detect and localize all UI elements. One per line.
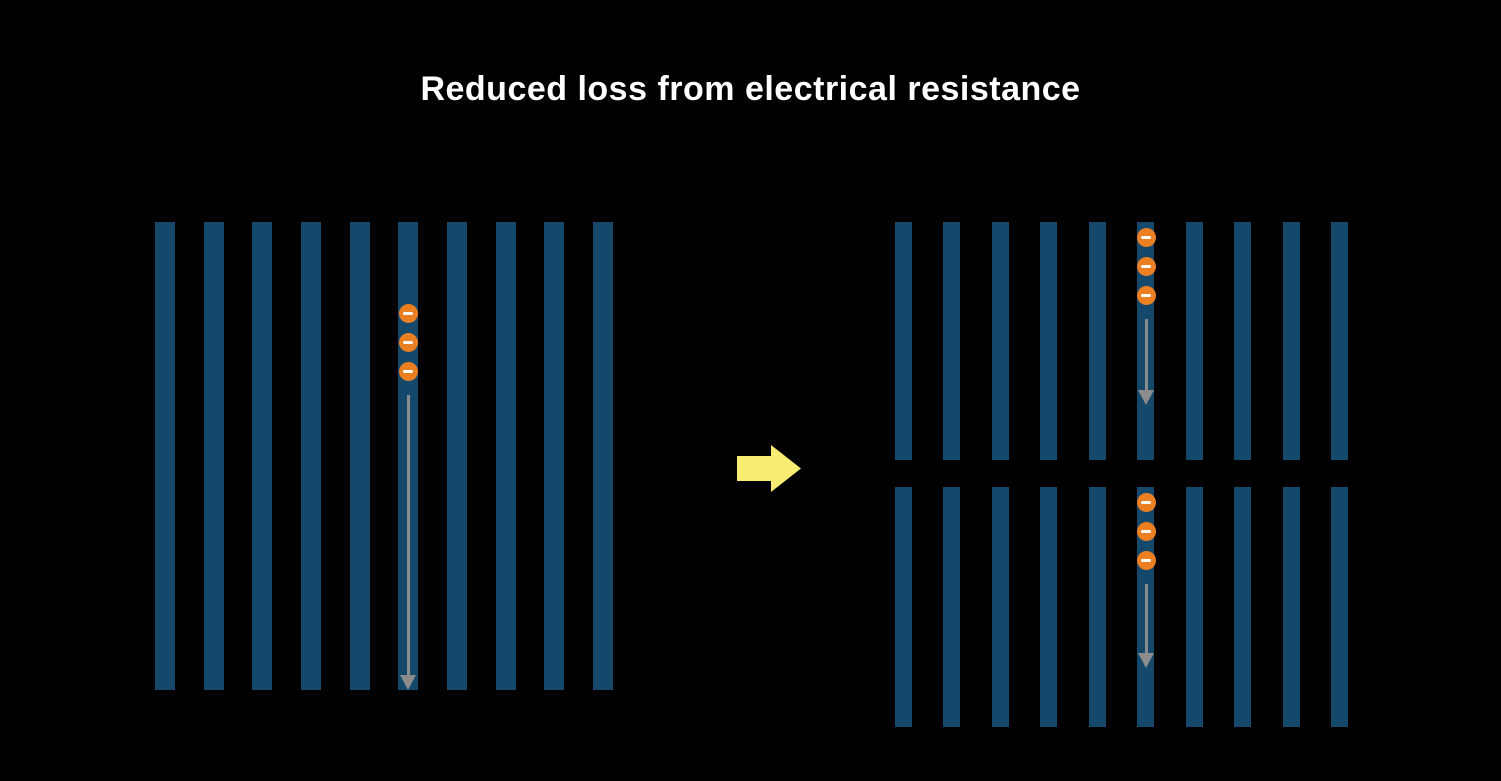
cell-bar bbox=[1185, 487, 1203, 727]
down-arrow-line bbox=[1144, 584, 1148, 653]
cell-bar bbox=[991, 222, 1009, 460]
cell-bars bbox=[895, 487, 1348, 727]
minus-symbol bbox=[1141, 265, 1151, 268]
cell-bar bbox=[943, 487, 961, 727]
cell-bar bbox=[544, 222, 565, 690]
cell-bar bbox=[1088, 222, 1106, 460]
minus-symbol bbox=[403, 312, 413, 315]
cell-bar bbox=[300, 222, 321, 690]
cell-bar bbox=[1282, 222, 1300, 460]
minus-symbol bbox=[1141, 294, 1151, 297]
down-arrow-line bbox=[1144, 319, 1148, 390]
electron-icon bbox=[1136, 522, 1156, 541]
cell-bars bbox=[895, 222, 1348, 460]
electron-icon bbox=[398, 362, 418, 381]
minus-symbol bbox=[403, 341, 413, 344]
cell-bar bbox=[155, 222, 175, 690]
down-arrow-head bbox=[1138, 653, 1154, 668]
down-arrow-head bbox=[400, 675, 416, 690]
electron-flow bbox=[1126, 487, 1166, 668]
cell-grid-right-bottom bbox=[895, 487, 1348, 727]
right-arrow-icon bbox=[737, 445, 801, 492]
cell-grid-left bbox=[155, 222, 613, 690]
cell-bar bbox=[1040, 487, 1058, 727]
minus-symbol bbox=[1141, 559, 1151, 562]
cell-bar bbox=[349, 222, 370, 690]
minus-symbol bbox=[1141, 530, 1151, 533]
cell-bar bbox=[1234, 222, 1252, 460]
electron-icon bbox=[1136, 286, 1156, 305]
cell-bars bbox=[155, 222, 613, 690]
minus-symbol bbox=[1141, 501, 1151, 504]
cell-bar bbox=[1282, 487, 1300, 727]
down-arrow-head bbox=[1138, 390, 1154, 405]
electron-icon bbox=[1136, 257, 1156, 276]
cell-bar bbox=[1040, 222, 1058, 460]
minus-symbol bbox=[1141, 236, 1151, 239]
cell-bar bbox=[991, 487, 1009, 727]
cell-bar bbox=[895, 487, 912, 727]
electron-icon bbox=[1136, 493, 1156, 512]
cell-bar bbox=[592, 222, 613, 690]
cell-bar bbox=[1088, 487, 1106, 727]
cell-bar bbox=[252, 222, 273, 690]
minus-symbol bbox=[403, 370, 413, 373]
cell-bar bbox=[895, 222, 912, 460]
cell-bar bbox=[1330, 222, 1348, 460]
diagram-title: Reduced loss from electrical resistance bbox=[420, 70, 1081, 108]
electron-icon bbox=[1136, 551, 1156, 570]
cell-bar bbox=[1185, 222, 1203, 460]
cell-bar bbox=[203, 222, 224, 690]
electron-icon bbox=[398, 333, 418, 352]
down-arrow-line bbox=[406, 395, 410, 675]
cell-bar bbox=[446, 222, 467, 690]
cell-bar bbox=[943, 222, 961, 460]
cell-grid-right-top bbox=[895, 222, 1348, 460]
electron-flow bbox=[388, 222, 428, 690]
electron-flow bbox=[1126, 222, 1166, 405]
cell-bar bbox=[1330, 487, 1348, 727]
electron-icon bbox=[1136, 228, 1156, 247]
cell-bar bbox=[1234, 487, 1252, 727]
electron-icon bbox=[398, 304, 418, 323]
cell-bar bbox=[495, 222, 516, 690]
